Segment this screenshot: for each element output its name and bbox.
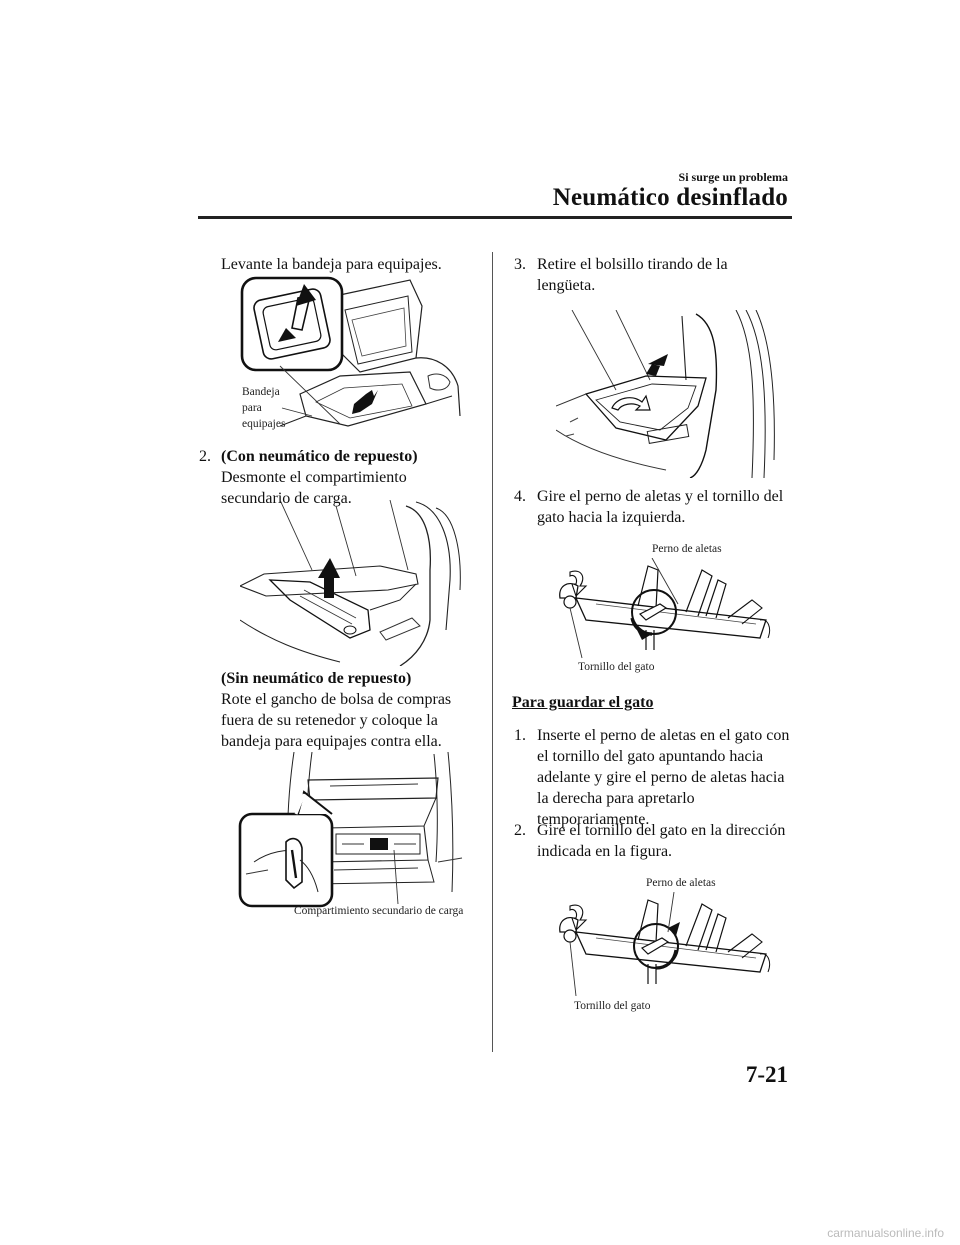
alt-line: Rote el gancho de bolsa de compras (221, 691, 452, 708)
store2-text: Gire el tornillo del gato en la direcció… (537, 820, 785, 862)
fig3-label: Compartimiento secundario de carga (294, 905, 464, 917)
store1-line: la derecha para apretarlo (537, 790, 695, 807)
footer-bar: carmanualsonline.info (0, 1226, 960, 1245)
step4-line: gato hacia la izquierda. (537, 509, 686, 526)
step2-title: (Con neumático de repuesto) (221, 448, 418, 465)
store1-text: Inserte el perno de aletas en el gato co… (537, 725, 789, 830)
header-rule (198, 216, 792, 219)
fig1-label: Bandeja para equipajes (242, 384, 285, 432)
alt-title: (Sin neumático de repuesto) (221, 670, 412, 687)
step3-number: 3. (514, 256, 526, 273)
step1-text: Levante la bandeja para equipajes. (221, 256, 442, 273)
step3-line: Retire el bolsillo tirando de la (537, 256, 728, 273)
step3-text: Retire el bolsillo tirando de la lengüet… (537, 254, 728, 296)
store2-line: Gire el tornillo del gato en la direcció… (537, 822, 786, 839)
page-number: 7-21 (745, 1062, 788, 1087)
fig5-label-bottom: Tornillo del gato (578, 661, 655, 673)
fig6-label-top: Perno de aletas (646, 877, 716, 889)
figure-luggage-tray (240, 276, 462, 438)
step2-number: 2. (199, 448, 211, 465)
store1-line: temporariamente. (537, 811, 650, 828)
figure-jack-loosen (556, 558, 772, 662)
step2-line: Desmonte el compartimiento (221, 469, 407, 486)
store1-line: adelante y gire el perno de aletas hacia (537, 769, 785, 786)
store1-line: el tornillo del gato apuntando hacia (537, 748, 764, 765)
step3-line: lengüeta. (537, 277, 596, 294)
store-heading: Para guardar el gato (512, 694, 654, 711)
figure-secondary-compartment (240, 500, 462, 666)
fig5-label-top: Perno de aletas (652, 543, 722, 555)
step4-line: Gire el perno de aletas y el tornillo de… (537, 488, 784, 505)
fig1-label-line: para (242, 402, 262, 414)
step2-line: secundario de carga. (221, 490, 352, 507)
store2-line: indicada en la figura. (537, 843, 673, 860)
footer-watermark[interactable]: carmanualsonline.info (827, 1226, 944, 1240)
section-title: Neumático desinflado (552, 184, 788, 211)
figure-cargo-rear-view (238, 752, 464, 908)
alt-line: fuera de su retenedor y coloque la (221, 712, 438, 729)
fig1-label-line: Bandeja (242, 386, 280, 398)
section-subtitle: Si surge un problema (678, 170, 788, 184)
store1-line: Inserte el perno de aletas en el gato co… (537, 727, 790, 744)
step2-text: Desmonte el compartimiento secundario de… (221, 467, 407, 509)
store1-number: 1. (514, 727, 526, 744)
figure-jack-tighten (556, 892, 772, 996)
step4-number: 4. (514, 488, 526, 505)
alt-text: Rote el gancho de bolsa de compras fuera… (221, 689, 451, 752)
fig1-label-line: equipajes (242, 418, 286, 430)
alt-line: bandeja para equipajes contra ella. (221, 733, 442, 750)
store2-number: 2. (514, 822, 526, 839)
column-divider (492, 252, 493, 1052)
step4-text: Gire el perno de aletas y el tornillo de… (537, 486, 783, 528)
fig6-label-bottom: Tornillo del gato (574, 1000, 651, 1012)
figure-pocket-removal (556, 310, 776, 478)
